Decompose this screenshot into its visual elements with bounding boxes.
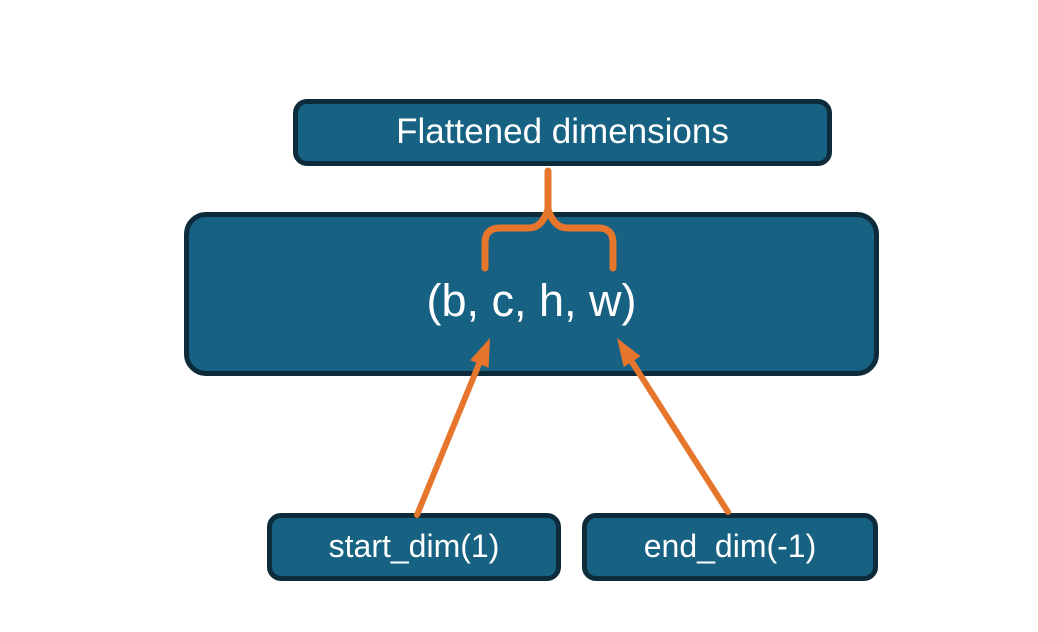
node-tensor-shape: (b, c, h, w) — [184, 212, 879, 376]
start-dim-label: start_dim(1) — [328, 528, 500, 565]
arrow-end-dim-line — [629, 359, 731, 515]
node-flattened-dimensions: Flattened dimensions — [293, 99, 832, 166]
node-start-dim: start_dim(1) — [267, 513, 561, 581]
end-dim-label: end_dim(-1) — [643, 528, 817, 565]
node-end-dim: end_dim(-1) — [582, 513, 878, 581]
flattened-dimensions-label: Flattened dimensions — [396, 112, 729, 152]
tensor-shape-label: (b, c, h, w) — [426, 275, 637, 327]
arrow-start-dim-line — [414, 361, 482, 518]
